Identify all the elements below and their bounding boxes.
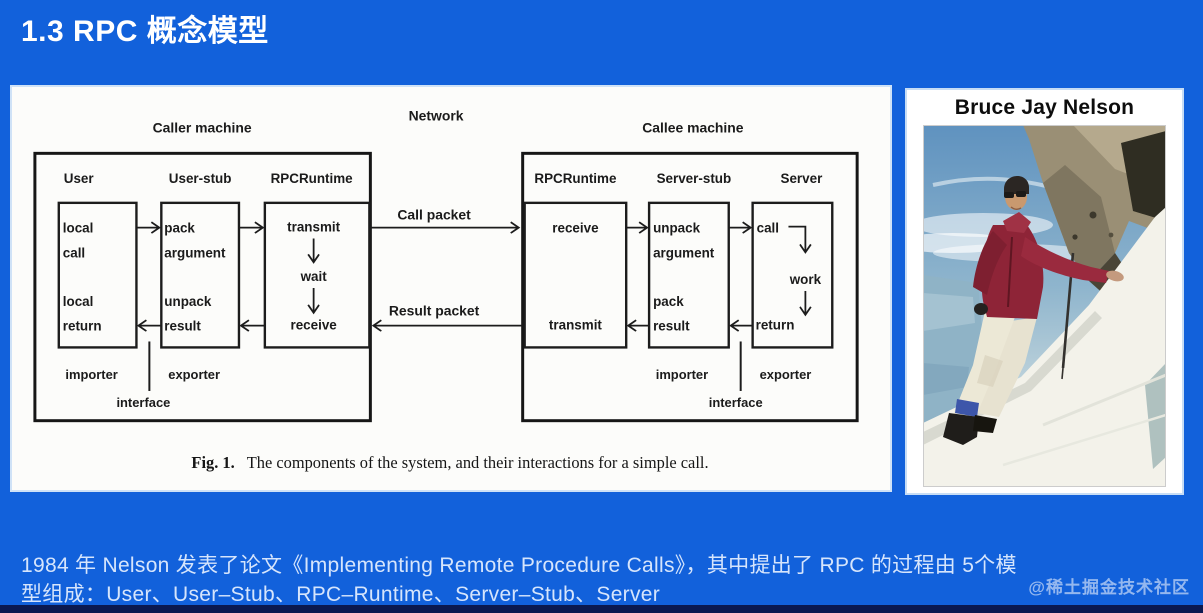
arrow-call-work <box>788 225 805 252</box>
rt-wait: wait <box>300 269 328 284</box>
rpc-figure: Caller machine Network Callee machine Us… <box>33 108 859 472</box>
stub-unpack: unpack <box>164 294 212 309</box>
photo-card: Bruce Jay Nelson <box>905 88 1184 495</box>
footer-line-2: 型组成：User、User–Stub、RPC–Runtime、Server–St… <box>21 583 661 606</box>
photo-scene <box>923 125 1166 487</box>
callee-col-server-stub: Server-stub <box>657 171 732 186</box>
nelson-photo <box>923 125 1166 487</box>
callee-col-rpcruntime: RPCRuntime <box>534 171 616 186</box>
callee-runtime-box <box>523 201 628 349</box>
figure-panel: Caller machine Network Callee machine Us… <box>10 85 892 492</box>
caller-machine-label: Caller machine <box>153 120 252 136</box>
caller-importer-label: importer <box>65 367 117 382</box>
jacket-right-arm <box>1021 237 1109 283</box>
slide-title: 1.3 RPC 概念模型 <box>21 15 269 48</box>
user-local: local <box>63 221 94 236</box>
watermark: @稀土掘金技术社区 <box>1028 578 1190 597</box>
caller-interface-label: interface <box>116 395 170 410</box>
boot-2 <box>973 415 997 433</box>
hair <box>1004 175 1029 194</box>
callee-exporter-label: exporter <box>760 367 812 382</box>
server-work: work <box>789 272 822 287</box>
user-stub-box <box>160 201 241 349</box>
caller-runtime-box <box>263 201 371 349</box>
sstub-pack: pack <box>653 294 684 309</box>
right-hand <box>1106 270 1124 282</box>
photo-title: Bruce Jay Nelson <box>954 96 1135 119</box>
user-call: call <box>63 245 85 260</box>
server-return: return <box>756 318 795 333</box>
server-box <box>751 201 834 349</box>
sunglasses-right <box>1016 191 1026 197</box>
footer-line-1: 1984 年 Nelson 发表了论文《Implementing Remote … <box>21 554 1017 577</box>
callee-importer-label: importer <box>656 367 708 382</box>
callee-interface-label: interface <box>709 395 763 410</box>
stub-pack: pack <box>164 221 195 236</box>
left-glove <box>974 303 988 315</box>
server-call: call <box>757 221 779 236</box>
server-stub-box <box>647 201 730 349</box>
user-box <box>57 201 138 349</box>
rock-crag <box>1023 125 1166 297</box>
sstub-result: result <box>653 319 690 334</box>
user-local2: local <box>63 294 94 309</box>
sunglasses-left <box>1004 192 1014 198</box>
sstub-unpack: unpack <box>653 221 701 236</box>
figure-caption-text: The components of the system, and their … <box>247 453 709 472</box>
pants-back-leg <box>977 317 1037 417</box>
callee-machine-label: Callee machine <box>642 120 744 136</box>
gaiter <box>955 399 979 417</box>
climber <box>943 175 1124 445</box>
user-return: return <box>63 319 102 334</box>
caller-exporter-label: exporter <box>168 367 220 382</box>
result-packet-label: Result packet <box>389 303 480 319</box>
stub-result: result <box>164 319 201 334</box>
callee-machine-outline <box>521 151 859 423</box>
caller-col-user: User <box>64 171 95 186</box>
boot <box>943 413 979 445</box>
srt-transmit: transmit <box>549 318 603 333</box>
jacket-left-arm <box>973 231 1007 295</box>
figure-caption-number: Fig. 1. <box>191 453 234 472</box>
figure-caption: Fig. 1. The components of the system, and… <box>191 453 708 472</box>
network-label: Network <box>409 108 464 124</box>
rt-receive: receive <box>290 318 336 333</box>
caller-col-user-stub: User-stub <box>169 171 232 186</box>
caller-col-rpcruntime: RPCRuntime <box>271 171 353 186</box>
sstub-argument: argument <box>653 245 715 260</box>
srt-receive: receive <box>552 221 598 236</box>
photo-border <box>923 125 1166 487</box>
stub-argument: argument <box>164 245 226 260</box>
rt-transmit: transmit <box>287 220 341 235</box>
callee-col-server: Server <box>780 171 823 186</box>
jacket-collar <box>1003 212 1031 233</box>
call-packet-label: Call packet <box>397 207 471 223</box>
bottom-strip <box>0 605 1203 613</box>
